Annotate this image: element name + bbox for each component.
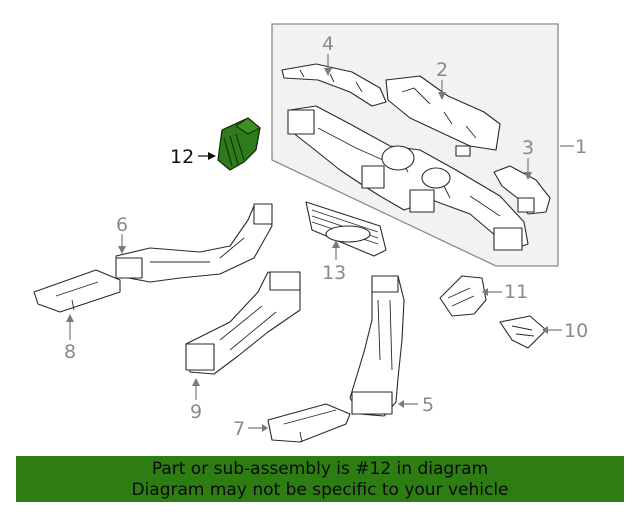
callout-1: 1 [575,136,587,158]
callout-4: 4 [322,33,334,55]
part-9-duct[interactable] [185,271,301,375]
part-2-bracket[interactable] [385,75,501,157]
part-13-grille[interactable] [305,201,387,257]
part-10-vent[interactable] [499,315,547,349]
callout-11: 11 [504,281,528,303]
callout-2: 2 [436,59,448,81]
callout-6: 6 [116,214,128,236]
info-banner: Part or sub-assembly is #12 in diagram D… [16,456,624,502]
part-7-duct[interactable] [267,403,351,443]
callout-3: 3 [522,137,534,159]
callout-10: 10 [564,320,588,342]
leader-lines [66,54,574,432]
callout-7: 7 [233,418,245,440]
callout-8: 8 [64,341,76,363]
callout-9: 9 [190,401,202,423]
part-5-duct[interactable] [349,275,405,417]
part-8-duct[interactable] [33,269,121,313]
callout-5: 5 [422,394,434,416]
part-11-vent[interactable] [439,275,487,317]
callout-13: 13 [322,262,346,284]
part-3-duct[interactable] [493,165,551,215]
part-4-duct[interactable] [281,63,387,107]
banner-line-2: Diagram may not be specific to your vehi… [131,480,509,500]
part-12-highlighted[interactable] [217,117,261,171]
banner-line-1: Part or sub-assembly is #12 in diagram [151,459,489,479]
part-6-duct[interactable] [115,203,273,283]
part-1-main-duct[interactable] [287,105,529,251]
callout-12: 12 [170,146,194,168]
